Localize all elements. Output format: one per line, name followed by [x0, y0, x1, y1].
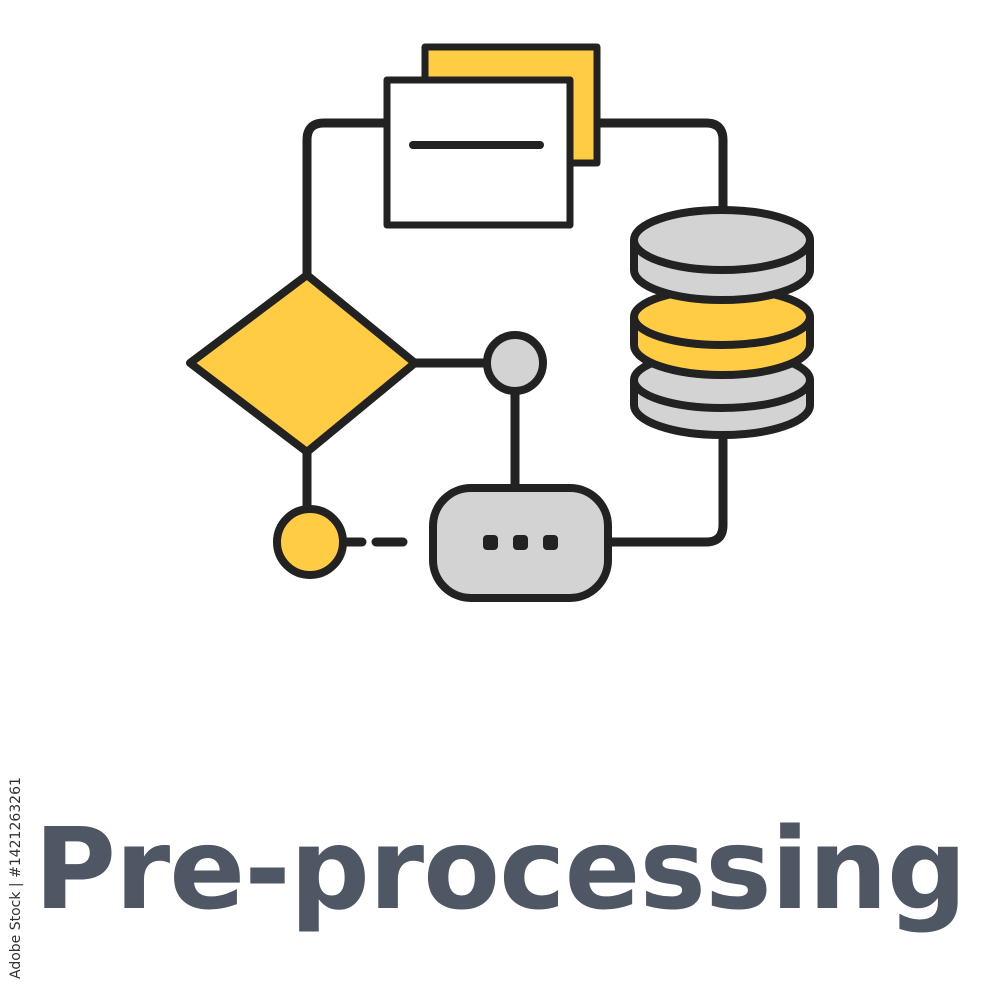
database-lid [630, 206, 814, 274]
database-icon [630, 206, 814, 439]
decision-diamond-icon [186, 271, 419, 456]
connector-lines [302, 118, 728, 547]
connector-documents-to-database [593, 118, 728, 215]
document-front [383, 76, 574, 229]
junction-node-icon [483, 331, 547, 395]
process-dot-2 [513, 535, 528, 550]
process-dot-3 [543, 535, 558, 550]
connector-diamond-to-documents [302, 118, 390, 280]
document-stack-icon [383, 43, 601, 229]
process-node-icon [429, 484, 612, 602]
start-node-icon [273, 505, 347, 579]
process-dot-1 [483, 535, 498, 550]
data-flow-illustration [186, 43, 814, 602]
caption-title: Pre-processing [33, 805, 967, 935]
stock-id-watermark: Adobe Stock | #1421263261 [8, 777, 24, 979]
connector-database-to-process [603, 435, 728, 547]
